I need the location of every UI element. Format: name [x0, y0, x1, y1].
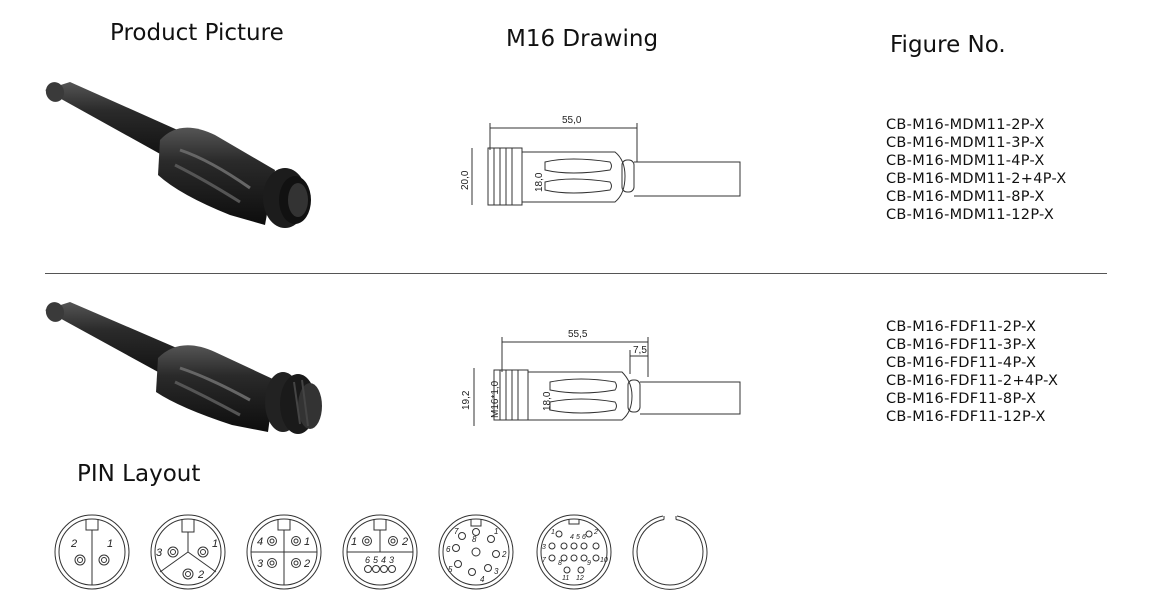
- pin-label: 2: [70, 538, 77, 550]
- dim-length-row1: 55,0: [562, 115, 582, 126]
- pin-label: 1: [551, 529, 555, 536]
- figure-list-row2: CB-M16-FDF11-2P-X CB-M16-FDF11-3P-X CB-M…: [886, 318, 1058, 426]
- pin-label: 2: [593, 529, 598, 536]
- figure-no-heading: Figure No.: [890, 32, 1006, 58]
- drawing-row1: 55,0 20,0 18,0: [460, 115, 741, 206]
- pin-label: 10: [600, 557, 608, 564]
- dim-inner-row2: 18,0: [542, 391, 553, 411]
- figure-item: CB-M16-MDM11-8P-X: [886, 189, 1045, 205]
- pin-label: 2: [197, 569, 204, 581]
- pin-label: 1: [351, 536, 357, 548]
- product-picture-heading: Product Picture: [110, 20, 284, 46]
- drawing-heading: M16 Drawing: [506, 26, 659, 52]
- pin-label: 11: [562, 575, 569, 582]
- figure-item: CB-M16-FDF11-8P-X: [886, 391, 1037, 407]
- dim-length-row2: 55,5: [568, 329, 588, 340]
- figure-item: CB-M16-MDM11-2P-X: [886, 117, 1045, 133]
- figure-item: CB-M16-MDM11-4P-X: [886, 153, 1045, 169]
- pin-label: 3: [494, 567, 499, 576]
- dim-thread-row2: M16*1,0: [490, 380, 501, 418]
- pin-label: 3: [389, 555, 394, 565]
- pin-label: 5: [576, 534, 580, 541]
- dim-outer-row1: 20,0: [460, 170, 471, 190]
- drawing-row2: 55,5 7,5 19,2 M16*1,0 18,0: [461, 329, 741, 426]
- pin-label: 6: [446, 545, 451, 554]
- pin-label: 12: [576, 575, 584, 582]
- product-picture-female: [45, 82, 311, 228]
- pin-label: 4: [381, 555, 386, 565]
- figure-item: CB-M16-FDF11-3P-X: [886, 337, 1037, 353]
- pin-label: 4: [480, 575, 485, 584]
- figure-item: CB-M16-MDM11-3P-X: [886, 135, 1045, 151]
- pin-layout-8p: 8 1 2 3 4 5 6 7: [438, 514, 514, 590]
- pin-label: 1: [212, 538, 218, 550]
- pin-label: 8: [558, 560, 562, 567]
- pin-label: 1: [494, 527, 498, 536]
- pin-label: 3: [156, 547, 163, 559]
- dim-outer-row2: 19,2: [461, 390, 472, 410]
- pin-label: 2: [303, 558, 310, 570]
- pin-layout-2-4p: 1 2 6 5 4 3: [342, 514, 418, 590]
- pin-label: 7: [542, 557, 547, 564]
- pin-layout-heading: PIN Layout: [77, 461, 201, 487]
- pin-label: 1: [304, 536, 310, 548]
- pin-label: 4: [257, 536, 263, 548]
- section-divider: [45, 273, 1107, 274]
- figure-item: CB-M16-FDF11-2+4P-X: [886, 373, 1059, 389]
- dim-thread-length-row2: 7,5: [633, 345, 647, 356]
- pin-layout-12p: 1 2 3 4 5 6 7 8 9 10 11 12: [536, 514, 612, 590]
- pin-label: 2: [501, 550, 507, 559]
- pin-layout-4p: 4 1 3 2: [246, 514, 322, 590]
- pin-label: 2: [401, 536, 408, 548]
- pin-label: 4: [570, 534, 574, 541]
- dim-inner-row1: 18,0: [534, 172, 545, 192]
- pin-label: 5: [448, 565, 453, 574]
- pin-label: 3: [257, 558, 264, 570]
- pin-label: 7: [454, 527, 459, 536]
- figure-item: CB-M16-FDF11-2P-X: [886, 319, 1037, 335]
- pin-label: 1: [107, 538, 113, 550]
- figure-item: CB-M16-MDM11-12P-X: [886, 207, 1055, 223]
- pin-label: 6: [582, 534, 586, 541]
- pin-label: 3: [542, 544, 546, 551]
- figure-list-row1: CB-M16-MDM11-2P-X CB-M16-MDM11-3P-X CB-M…: [886, 116, 1067, 224]
- pin-layout-3p: 3 1 2: [150, 514, 226, 590]
- pin-label: 6: [365, 555, 370, 565]
- product-picture-male: [45, 302, 322, 434]
- figure-item: CB-M16-FDF11-4P-X: [886, 355, 1037, 371]
- figure-item: CB-M16-FDF11-12P-X: [886, 409, 1046, 425]
- pin-layout-2p: 2 1: [54, 514, 130, 590]
- pin-label: 8: [472, 535, 477, 544]
- pin-layout-male-ring: [632, 515, 708, 590]
- figure-item: CB-M16-MDM11-2+4P-X: [886, 171, 1067, 187]
- pin-label: 5: [373, 555, 379, 565]
- pin-label: 9: [587, 560, 591, 567]
